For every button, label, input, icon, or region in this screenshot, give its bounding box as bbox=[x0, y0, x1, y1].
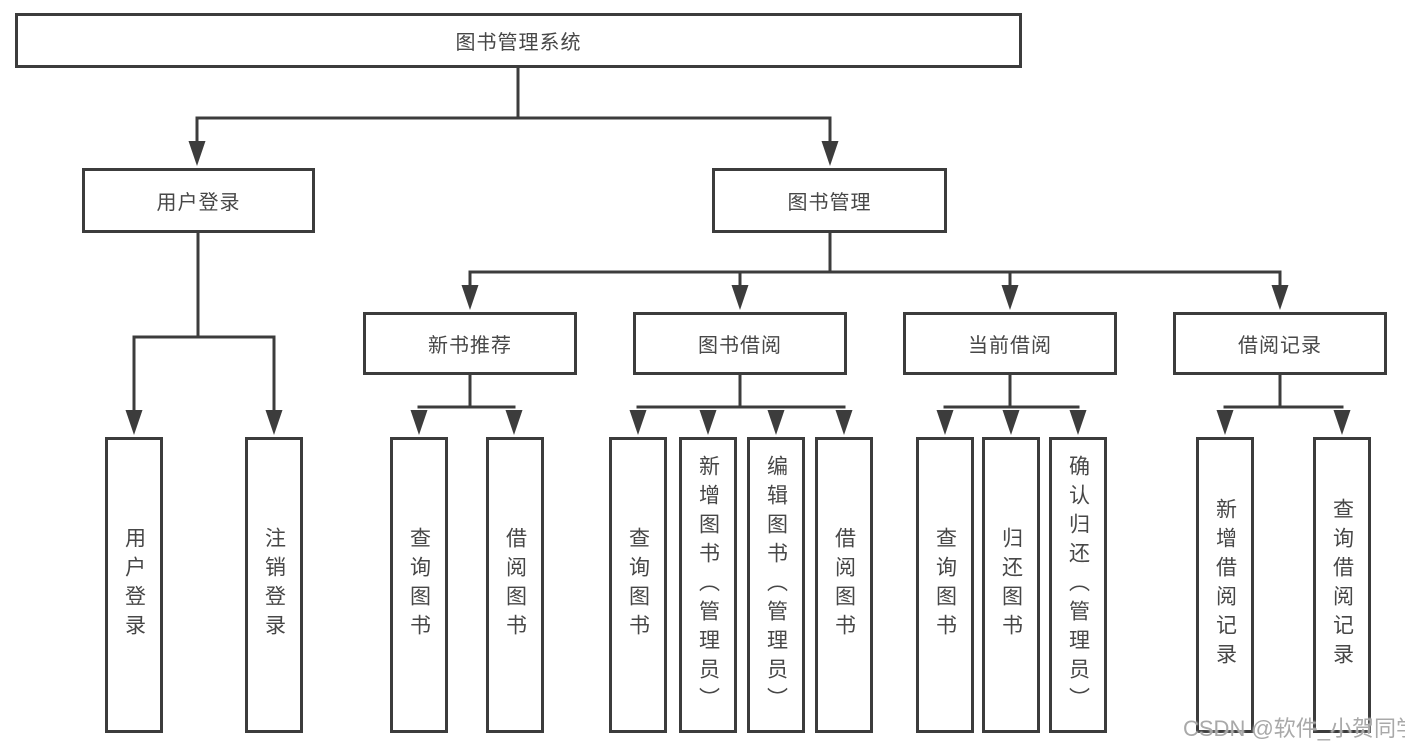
arrowhead bbox=[821, 141, 839, 166]
arrowhead bbox=[461, 285, 479, 310]
arrowhead bbox=[1216, 410, 1234, 435]
node-user-login: 用户登录 bbox=[82, 168, 315, 233]
node-label: 确认归还（管理员） bbox=[1066, 454, 1090, 716]
node-book-management: 图书管理 bbox=[712, 168, 947, 233]
node-label: 借阅图书 bbox=[832, 527, 856, 643]
arrowhead bbox=[835, 410, 853, 435]
node-leaf-current-query-book: 查询图书 bbox=[916, 437, 974, 733]
connector-book-borrow-children bbox=[629, 373, 853, 435]
arrowhead bbox=[767, 410, 785, 435]
arrowhead bbox=[1069, 410, 1087, 435]
arrowhead bbox=[1002, 410, 1020, 435]
node-label: 用户登录 bbox=[156, 192, 241, 214]
node-label: 图书借阅 bbox=[698, 335, 782, 357]
node-label: 借阅记录 bbox=[1238, 335, 1322, 357]
node-label: 查询借阅记录 bbox=[1330, 498, 1354, 672]
node-leaf-user-login: 用户登录 bbox=[105, 437, 163, 733]
node-leaf-add-book-admin: 新增图书（管理员） bbox=[679, 437, 737, 733]
node-label: 查询图书 bbox=[407, 527, 431, 643]
node-label: 归还图书 bbox=[999, 527, 1023, 643]
arrowhead bbox=[731, 285, 749, 310]
node-label: 用户登录 bbox=[122, 527, 146, 643]
node-root: 图书管理系统 bbox=[15, 13, 1022, 68]
node-leaf-recommend-query-book: 查询图书 bbox=[390, 437, 448, 733]
arrowhead bbox=[1333, 410, 1351, 435]
arrowhead bbox=[1271, 285, 1289, 310]
arrowhead bbox=[125, 410, 143, 435]
arrowhead bbox=[265, 410, 283, 435]
node-book-borrow: 图书借阅 bbox=[633, 312, 847, 375]
connector-book-management-children bbox=[461, 231, 1289, 310]
arrowhead bbox=[936, 410, 954, 435]
node-leaf-return-book: 归还图书 bbox=[982, 437, 1040, 733]
connector-user-login-children bbox=[125, 231, 283, 435]
arrowhead bbox=[505, 410, 523, 435]
node-leaf-query-borrow-record: 查询借阅记录 bbox=[1313, 437, 1371, 733]
node-label: 新增借阅记录 bbox=[1213, 498, 1237, 672]
connector-new-book-recommend-children bbox=[410, 373, 523, 435]
node-current-borrow: 当前借阅 bbox=[903, 312, 1117, 375]
node-label: 新书推荐 bbox=[428, 335, 512, 357]
node-label: 查询图书 bbox=[933, 527, 957, 643]
arrowhead bbox=[188, 141, 206, 166]
connector-root-to-level2 bbox=[188, 66, 839, 166]
csdn-watermark: CSDN @软件_小贺同学 bbox=[1183, 716, 1405, 741]
node-leaf-borrow-query-book: 查询图书 bbox=[609, 437, 667, 733]
node-leaf-borrow-book: 借阅图书 bbox=[815, 437, 873, 733]
node-label: 查询图书 bbox=[626, 527, 650, 643]
connector-borrow-record-children bbox=[1216, 373, 1351, 435]
node-leaf-add-borrow-record: 新增借阅记录 bbox=[1196, 437, 1254, 733]
node-label: 编辑图书（管理员） bbox=[764, 454, 788, 716]
node-leaf-recommend-borrow-book: 借阅图书 bbox=[486, 437, 544, 733]
node-label: 当前借阅 bbox=[968, 335, 1052, 357]
arrowhead bbox=[1001, 285, 1019, 310]
arrowhead bbox=[410, 410, 428, 435]
node-label: 注销登录 bbox=[262, 527, 286, 643]
node-leaf-edit-book-admin: 编辑图书（管理员） bbox=[747, 437, 805, 733]
node-label: 图书管理 bbox=[787, 192, 872, 214]
node-label: 新增图书（管理员） bbox=[696, 454, 720, 716]
arrowhead bbox=[629, 410, 647, 435]
node-new-book-recommend: 新书推荐 bbox=[363, 312, 577, 375]
node-label: 借阅图书 bbox=[503, 527, 527, 643]
node-leaf-confirm-return-admin: 确认归还（管理员） bbox=[1049, 437, 1107, 733]
node-borrow-record: 借阅记录 bbox=[1173, 312, 1387, 375]
node-label: 图书管理系统 bbox=[455, 32, 582, 54]
node-leaf-logout: 注销登录 bbox=[245, 437, 303, 733]
arrowhead bbox=[699, 410, 717, 435]
connector-current-borrow-children bbox=[936, 373, 1087, 435]
